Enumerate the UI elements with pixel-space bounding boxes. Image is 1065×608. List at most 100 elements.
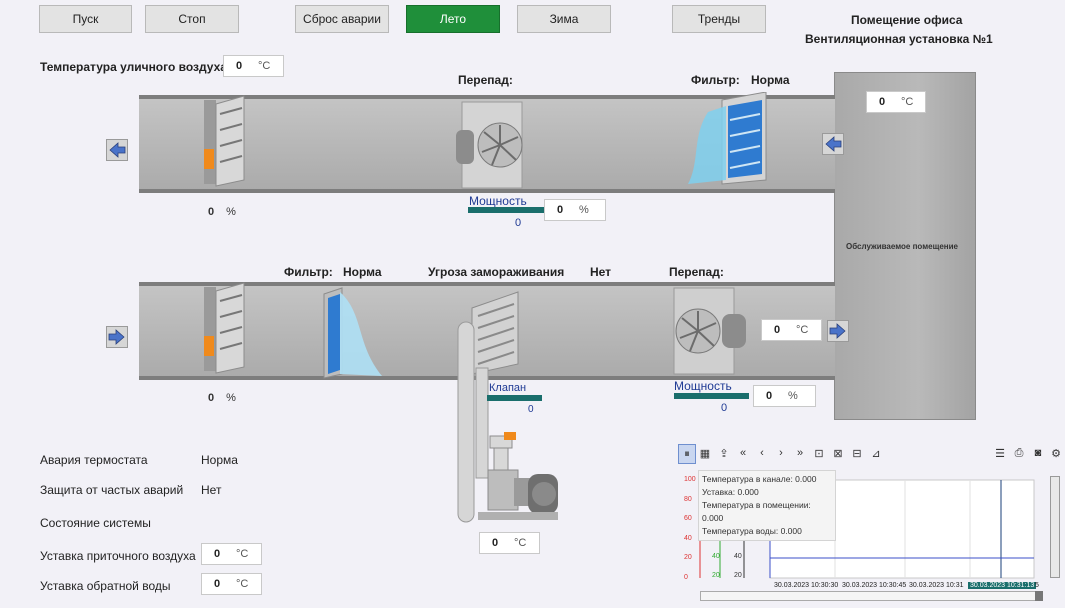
exhaust-inlet-arrow [822, 133, 844, 155]
exhaust-power-box-unit: % [579, 204, 589, 216]
exhaust-power-label: Мощность [469, 194, 527, 208]
forward-fast-icon[interactable]: » [796, 447, 804, 459]
y-tick-green: 20 [712, 572, 720, 579]
x-tick-label: 30.03.2023 10:30:30 [774, 582, 839, 589]
x-tick-label: 30.03.2023 10:31 [909, 582, 964, 589]
supply-setpoint-value: 0 [214, 548, 221, 560]
water-temp-field: 0 °C [479, 532, 540, 554]
outdoor-temp-label: Температура уличного воздуха [40, 60, 227, 74]
horizontal-scrollbar[interactable] [700, 591, 1042, 601]
supply-damper-icon [204, 282, 245, 374]
valve-label: Клапан [489, 382, 527, 394]
valve-value: 0 [528, 404, 534, 415]
exhaust-filter-label: Фильтр: [691, 73, 740, 87]
outdoor-temp-unit: °C [258, 60, 271, 72]
supply-fan-icon [673, 287, 746, 375]
duct-temp-unit: °C [796, 324, 809, 336]
outdoor-temp-value: 0 [236, 60, 243, 72]
room-temp-value: 0 [879, 96, 886, 108]
supply-filter-label: Фильтр: [284, 265, 333, 279]
y-tick-green: 40 [712, 552, 720, 560]
start-button[interactable]: Пуск [39, 5, 132, 33]
tooltip-line-room: Температура в помещении: 0.000 [702, 500, 811, 523]
duct-temp-value: 0 [774, 324, 781, 336]
valve-bar [487, 395, 542, 401]
ruler-icon[interactable]: ⊟ [852, 447, 862, 460]
room-temp-unit: °C [901, 96, 914, 108]
scroll-thumb[interactable] [1035, 591, 1043, 601]
exhaust-damper-unit: % [226, 206, 236, 218]
exhaust-power-value: 0 [515, 217, 522, 229]
trends-button[interactable]: Тренды [672, 5, 766, 33]
exhaust-power-box-value: 0 [557, 204, 564, 216]
exhaust-diff-label: Перепад: [458, 73, 513, 87]
exhaust-fan-icon [456, 101, 523, 189]
page-title-unit: Вентиляционная установка №1 [805, 32, 993, 46]
stats-icon[interactable]: ⊿ [871, 447, 881, 460]
chart-tooltip: Температура в канале: 0.000 Уставка: 0.0… [698, 470, 836, 541]
y-tick-red: 100 [684, 476, 696, 483]
exhaust-filter-status: Норма [751, 73, 790, 87]
exhaust-damper-readout: 0% [208, 206, 236, 218]
x-tick-label: 30.03.2023 10:31:13 [968, 582, 1037, 589]
step-forward-icon[interactable]: › [779, 447, 783, 459]
list-icon[interactable]: ☰ [995, 447, 1005, 460]
y-tick-red: 20 [684, 554, 692, 561]
supply-damper-unit: % [226, 392, 236, 404]
supply-setpoint-field[interactable]: 0 °C [201, 543, 262, 565]
y-tick-red: 0 [684, 573, 688, 581]
pause-icon[interactable]: ⏸ [678, 444, 696, 464]
table-icon[interactable]: ▦ [699, 447, 711, 460]
supply-filter-icon [323, 287, 382, 379]
water-temp-value: 0 [492, 537, 499, 549]
summer-mode-button[interactable]: Лето [406, 5, 500, 33]
freeze-risk-status: Нет [590, 265, 612, 279]
tooltip-line-setpoint: Уставка: 0.000 [702, 487, 759, 497]
arrow-left-icon [825, 136, 842, 152]
water-setpoint-unit: °C [236, 578, 249, 590]
exhaust-filter-icon [688, 92, 767, 185]
y-tick-red: 40 [684, 534, 692, 542]
stop-button[interactable]: Стоп [145, 5, 239, 33]
zoom-reset-icon[interactable]: ⊠ [833, 447, 843, 460]
y-tick-red: 60 [684, 515, 692, 522]
camera-icon[interactable]: ◙ [1034, 447, 1042, 459]
exhaust-power-bar [468, 207, 548, 213]
supply-diff-label: Перепад: [669, 265, 724, 279]
settings-icon[interactable]: ⚙ [1051, 447, 1061, 460]
supply-power-label: Мощность [674, 379, 732, 393]
supply-power-box-value: 0 [766, 390, 773, 402]
water-temp-unit: °C [514, 537, 527, 549]
supply-filter-status: Норма [343, 265, 382, 279]
water-setpoint-field[interactable]: 0 °C [201, 573, 262, 595]
tooltip-line-duct: Температура в канале: 0.000 [702, 474, 817, 484]
room-label: Обслуживаемое помещение [846, 242, 958, 251]
exhaust-damper-value: 0 [208, 206, 215, 218]
y-tick-black: 40 [734, 552, 742, 560]
x-tick-label: 30.03.2023 10:30:45 [842, 582, 907, 589]
water-setpoint-label: Уставка обратной воды [40, 579, 171, 593]
water-heater-icon [457, 291, 519, 523]
x-tick-end: 5 [1035, 582, 1039, 589]
reset-alarm-button[interactable]: Сброс аварии [295, 5, 389, 33]
supply-damper-readout: 0% [208, 392, 236, 404]
room-temp-field: 0 °C [866, 91, 926, 113]
arrow-right-icon [108, 329, 125, 345]
rewind-fast-icon[interactable]: « [739, 447, 747, 459]
exhaust-power-field: 0 % [544, 199, 606, 221]
vertical-scrollbar[interactable] [1050, 476, 1060, 578]
arrow-right-icon [829, 323, 846, 339]
thermostat-alarm-label: Авария термостата [40, 453, 148, 467]
supply-outlet-arrow [827, 320, 849, 342]
print-icon[interactable]: ⎙ [1014, 446, 1024, 459]
export-icon[interactable]: ⇪ [719, 447, 729, 460]
supply-setpoint-unit: °C [236, 548, 249, 560]
pump-icon [478, 432, 558, 520]
supply-power-value: 0 [721, 402, 728, 414]
y-tick-red: 80 [684, 495, 692, 503]
step-back-icon[interactable]: ‹ [760, 447, 764, 459]
winter-mode-button[interactable]: Зима [517, 5, 611, 33]
trend-chart: ⏸ ▦ ⇪ « ‹ › » ⊡ ⊠ ⊟ ⊿ ☰ ⎙ ◙ ⚙ [678, 444, 1063, 604]
zoom-area-icon[interactable]: ⊡ [814, 447, 824, 460]
tooltip-line-water: Температура воды: 0.000 [702, 526, 802, 536]
